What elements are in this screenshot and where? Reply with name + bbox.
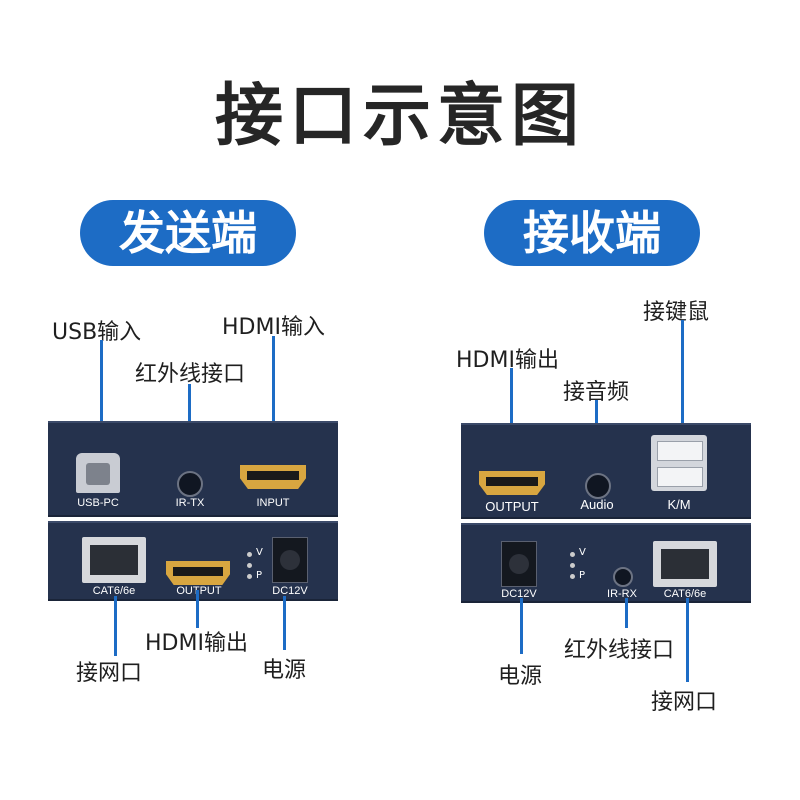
receiver-led-p-label: P bbox=[579, 570, 586, 581]
led-mid bbox=[247, 563, 252, 568]
sender-network-line bbox=[114, 596, 117, 656]
rj45-port-text: CAT6/6e bbox=[92, 585, 136, 597]
sender-badge: 发送端 bbox=[80, 200, 296, 266]
km-port-text: K/M bbox=[667, 497, 691, 512]
usb-port-text: USB-PC bbox=[77, 497, 119, 509]
receiver-top-panel: OUTPUT Audio K/M bbox=[461, 423, 751, 519]
sender-ir-port-label: 红外线接口 bbox=[135, 362, 246, 387]
receiver-dc-jack bbox=[501, 541, 537, 587]
receiver-ir-text: IR-RX bbox=[607, 588, 637, 600]
sender-top-panel: USB-PC IR-TX INPUT bbox=[48, 421, 338, 517]
hdmi-output-port bbox=[166, 561, 230, 585]
receiver-led-v-label: V bbox=[579, 547, 586, 558]
receiver-ir-port-label: 红外线接口 bbox=[564, 638, 675, 663]
audio-jack bbox=[585, 473, 611, 499]
receiver-led-v bbox=[570, 552, 575, 557]
receiver-ir-jack bbox=[613, 567, 633, 587]
receiver-km-label: 接键鼠 bbox=[643, 300, 710, 325]
receiver-power-line bbox=[520, 598, 523, 654]
receiver-hdmi-line bbox=[510, 368, 513, 468]
receiver-led-p bbox=[570, 574, 575, 579]
receiver-network-label: 接网口 bbox=[651, 690, 718, 715]
ir-port-text: IR-TX bbox=[175, 497, 205, 509]
sender-usb-line bbox=[100, 340, 103, 450]
sender-network-label: 接网口 bbox=[76, 661, 143, 686]
receiver-rj45-port bbox=[653, 541, 717, 587]
dc-port-text: DC12V bbox=[272, 585, 308, 597]
receiver-led-mid bbox=[570, 563, 575, 568]
receiver-hdmi-port bbox=[479, 471, 545, 495]
sender-bottom-panel: CAT6/6e OUTPUT V P DC12V bbox=[48, 521, 338, 601]
receiver-power-label: 电源 bbox=[498, 664, 543, 689]
hdmi-input-text: INPUT bbox=[256, 497, 290, 509]
usb-a-stack bbox=[651, 435, 707, 491]
receiver-ir-line bbox=[625, 598, 628, 628]
sender-power-line bbox=[283, 596, 286, 650]
sender-ir-line bbox=[188, 384, 191, 454]
ir-jack bbox=[177, 471, 203, 497]
hdmi-output-text: OUTPUT bbox=[164, 585, 234, 597]
receiver-badge: 接收端 bbox=[484, 200, 700, 266]
receiver-km-line bbox=[681, 320, 684, 432]
dc-jack bbox=[272, 537, 308, 583]
led-v bbox=[247, 552, 252, 557]
page-title: 接口示意图 bbox=[214, 77, 585, 156]
sender-power-label: 电源 bbox=[262, 658, 307, 683]
receiver-network-line bbox=[686, 598, 689, 682]
audio-port-text: Audio bbox=[580, 497, 614, 512]
led-p-label: P bbox=[256, 570, 263, 581]
sender-hdmi-line bbox=[272, 336, 275, 458]
receiver-hdmi-output-label: HDMI输出 bbox=[456, 348, 559, 373]
receiver-dc-text: DC12V bbox=[501, 588, 537, 600]
sender-usb-input-label: USB输入 bbox=[52, 320, 142, 345]
led-v-label: V bbox=[256, 547, 263, 558]
led-p bbox=[247, 574, 252, 579]
sender-hdmi-input-label: HDMI输入 bbox=[222, 315, 325, 340]
sender-hdmi-out-line bbox=[196, 590, 199, 628]
receiver-hdmi-text: OUTPUT bbox=[485, 499, 539, 514]
sender-hdmi-output-label: HDMI输出 bbox=[145, 631, 248, 656]
rj45-port bbox=[82, 537, 146, 583]
receiver-rj45-text: CAT6/6e bbox=[663, 588, 707, 600]
hdmi-input-port bbox=[240, 465, 306, 489]
usb-b-port bbox=[76, 453, 120, 493]
receiver-bottom-panel: DC12V V P IR-RX CAT6/6e bbox=[461, 523, 751, 603]
